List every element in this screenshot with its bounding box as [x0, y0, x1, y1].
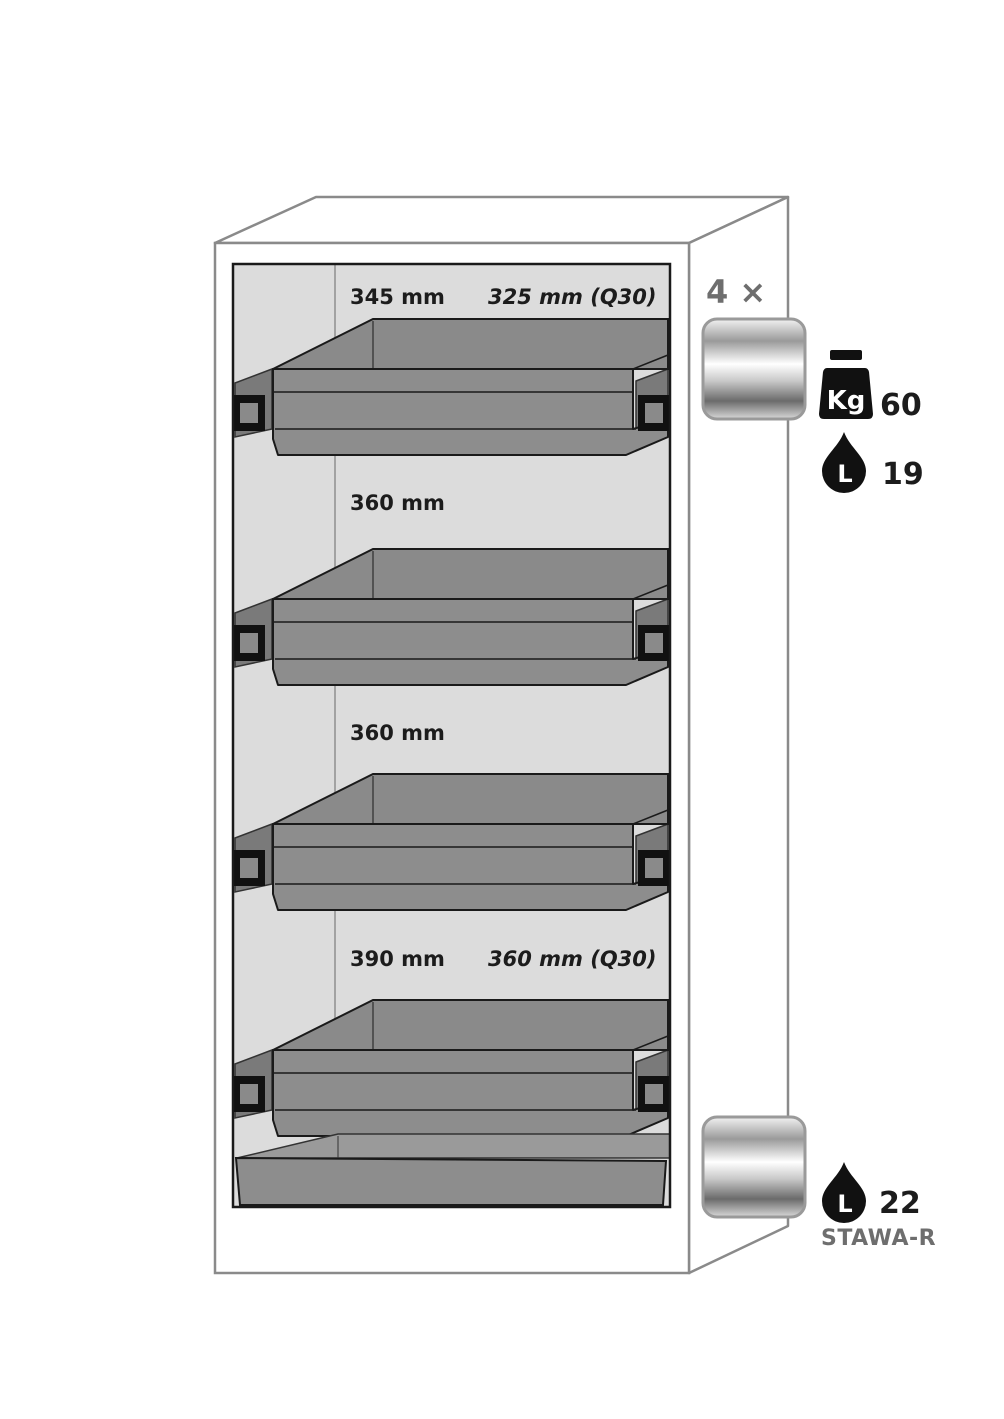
spacing-q30-label-1: 325 mm (Q30) [488, 285, 657, 309]
runner-clip-left-slot [240, 633, 258, 653]
drawer-runner-icon [233, 1076, 265, 1112]
interior-frame [231, 262, 672, 1209]
hinge-icon [701, 317, 807, 421]
drawer-runner-icon [233, 395, 265, 431]
runner-clip-left-slot [240, 1084, 258, 1104]
tray-quantity: 4 × [706, 273, 767, 311]
runner-clip-right-slot [645, 1084, 663, 1104]
sump-volume: 22 [879, 1186, 921, 1221]
tray-front [272, 598, 669, 686]
weight-icon-label: Kg [827, 386, 866, 416]
drawer-runner-icon [233, 850, 265, 886]
drawer-runner-icon [638, 625, 670, 661]
bottom-sump [234, 1133, 671, 1206]
load-per-tray: 60 [880, 388, 922, 423]
drawer-tray [233, 773, 670, 911]
tray-side-edge [632, 584, 669, 600]
spacing-label-2: 360 mm [350, 491, 445, 515]
sump-type: STAWA-R [821, 1226, 937, 1251]
hinge-icon [701, 1115, 807, 1219]
tray-front [272, 823, 669, 911]
drawer-tray [233, 548, 670, 686]
drop-icon-label: L [837, 1190, 852, 1218]
drawer-runner-icon [638, 395, 670, 431]
tray-front [272, 368, 669, 456]
drawer-tray [233, 318, 670, 456]
drawer-tray [233, 999, 670, 1137]
runner-clip-right-slot [645, 858, 663, 878]
runner-clip-right-slot [645, 633, 663, 653]
tray-side-edge [632, 809, 669, 825]
drawer-runner-icon [233, 625, 265, 661]
tray-front [272, 1049, 669, 1137]
spacing-q30-label-4: 360 mm (Q30) [488, 947, 657, 971]
liquid-drop-icon: L [822, 1162, 866, 1223]
runner-clip-left-slot [240, 858, 258, 878]
spacing-label-1: 345 mm [350, 285, 445, 309]
runner-clip-left-slot [240, 403, 258, 423]
liquid-drop-icon: L [822, 432, 866, 493]
runner-clip-right-slot [645, 403, 663, 423]
sump-front [234, 1156, 668, 1206]
tray-side-edge [632, 354, 669, 370]
tray-volume: 19 [882, 457, 924, 492]
hinge-top [701, 317, 807, 421]
weight-icon: Kg [819, 350, 873, 419]
spacing-label-4: 390 mm [350, 947, 445, 971]
hinge-bottom [701, 1115, 807, 1219]
spacing-label-3: 360 mm [350, 721, 445, 745]
drawer-runner-icon [638, 850, 670, 886]
drawer-runner-icon [638, 1076, 670, 1112]
drop-icon-label: L [837, 460, 852, 488]
drawer-trays [233, 318, 670, 1137]
tray-side-edge [632, 1035, 669, 1051]
